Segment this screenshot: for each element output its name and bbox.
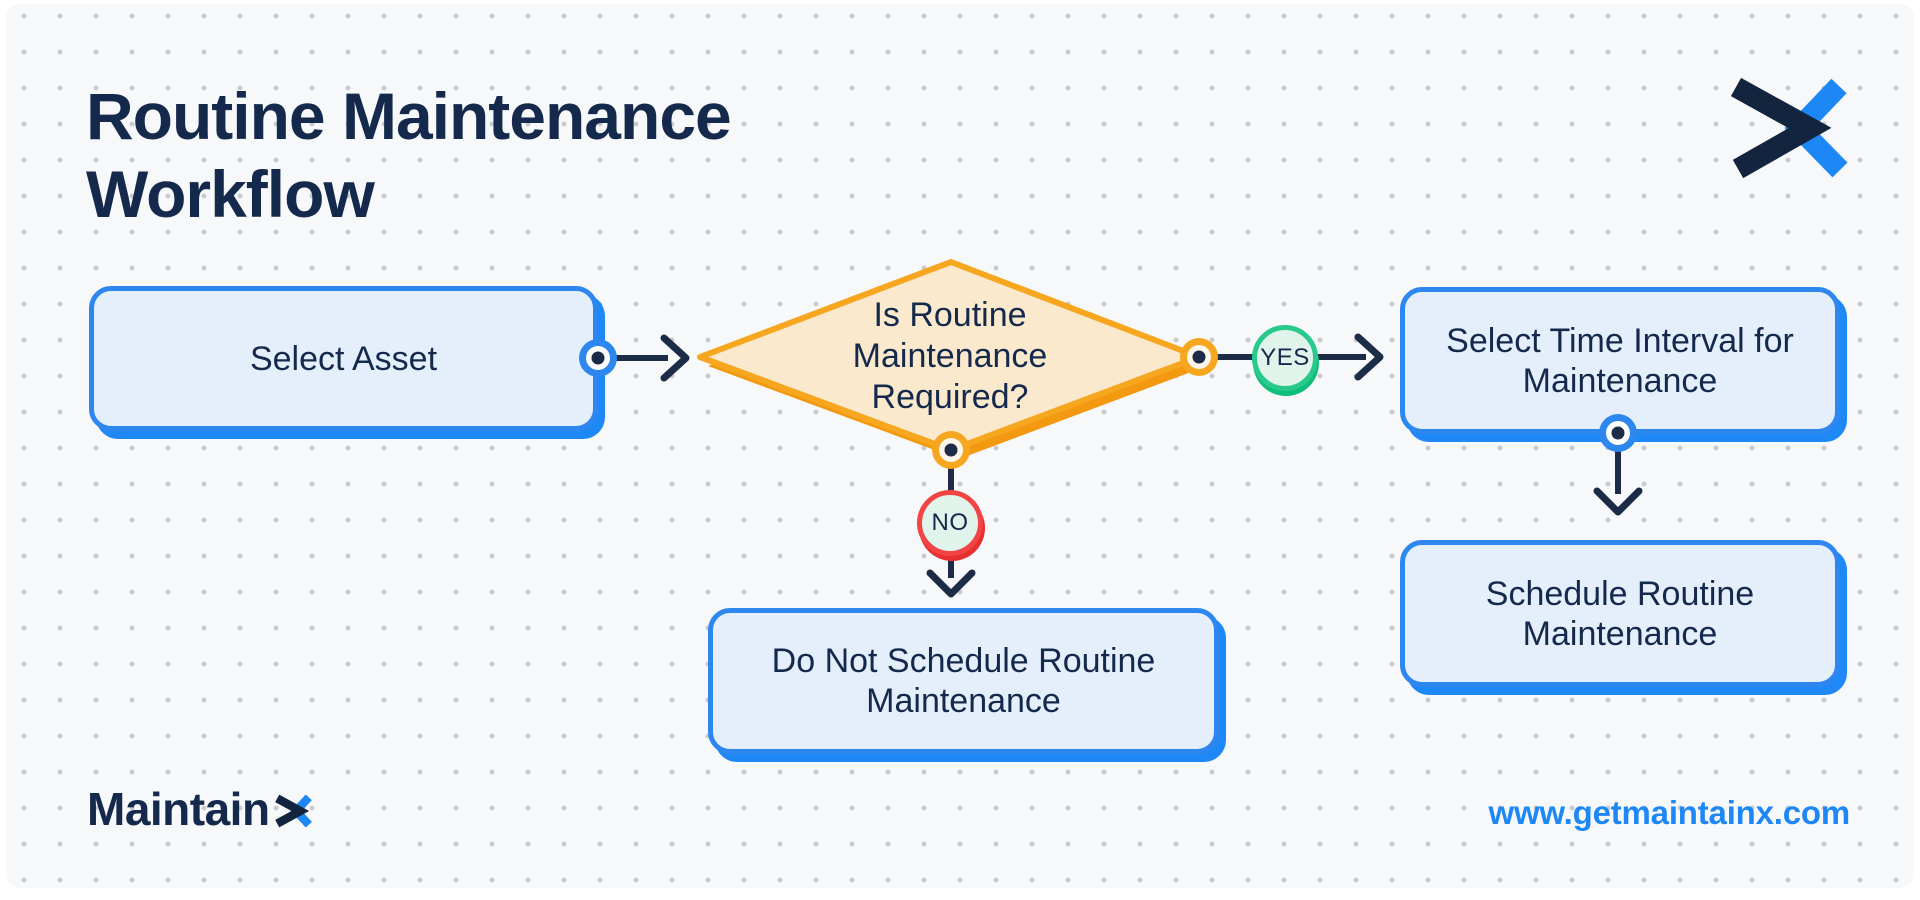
node-do-not-schedule: Do Not Schedule Routine Maintenance xyxy=(708,608,1219,754)
edge-label-no: NO xyxy=(917,490,983,556)
node-select-time-interval: Select Time Interval for Maintenance xyxy=(1400,287,1840,434)
maintainx-x-logo-icon xyxy=(1730,77,1848,178)
edge-label-yes: YES xyxy=(1252,325,1318,391)
arrowhead-down-icon xyxy=(926,569,976,598)
node-decision-label: Is Routine Maintenance Required? xyxy=(852,296,1048,416)
arrowhead-right-icon xyxy=(1354,333,1384,381)
node-schedule-routine: Schedule Routine Maintenance xyxy=(1400,540,1840,687)
page-title: Routine Maintenance Workflow xyxy=(86,79,732,231)
node-select-asset-label: Select Asset xyxy=(249,339,438,378)
maintainx-wordmark-text: Maintain xyxy=(87,783,270,835)
arrowhead-right-icon xyxy=(660,334,690,382)
maintainx-wordmark-x-icon xyxy=(274,794,312,828)
yes-text: YES xyxy=(1260,344,1310,371)
node-select-time-interval-label: Select Time Interval for Maintenance xyxy=(1446,321,1794,400)
node-do-not-schedule-label: Do Not Schedule Routine Maintenance xyxy=(771,642,1156,720)
maintainx-wordmark: Maintain xyxy=(87,782,313,836)
node-select-asset: Select Asset xyxy=(89,286,598,431)
website-link[interactable]: www.getmaintainx.com xyxy=(1488,794,1850,831)
node-schedule-routine-label: Schedule Routine Maintenance xyxy=(1485,574,1755,653)
no-text: NO xyxy=(931,509,969,536)
arrowhead-down-icon xyxy=(1593,487,1643,516)
